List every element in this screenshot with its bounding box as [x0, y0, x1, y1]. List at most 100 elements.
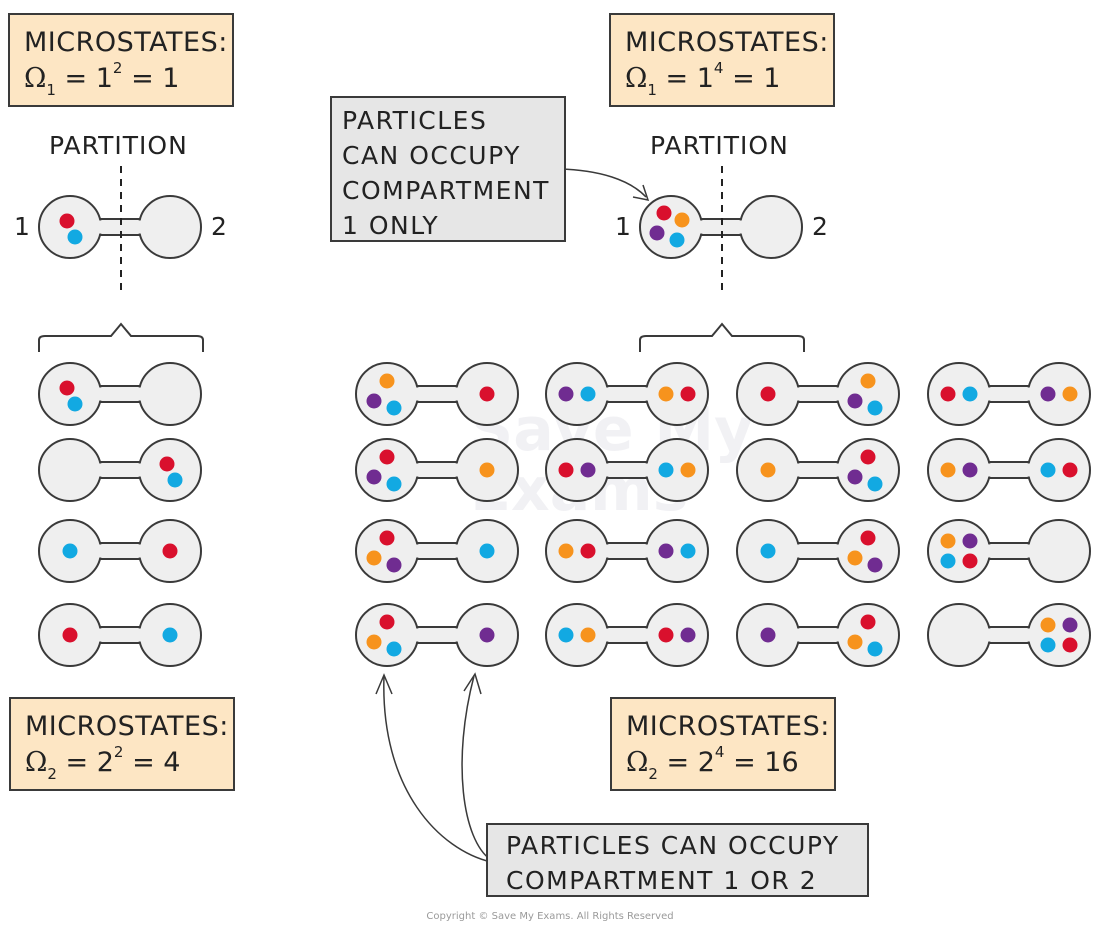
- red-particle: [760, 386, 776, 402]
- orange-particle: [847, 634, 863, 650]
- callout-line: 1 ONLY: [342, 211, 440, 240]
- red-particle: [59, 213, 75, 229]
- tube-fill: [987, 628, 1031, 642]
- compartment-1-label-left: 1: [14, 212, 31, 241]
- red-particle: [1062, 462, 1078, 478]
- omega-formula: Ω1 = 12 = 1: [24, 59, 180, 100]
- compartment-1-bulb: [927, 438, 991, 502]
- orange-particle: [366, 634, 382, 650]
- red-particle: [558, 462, 574, 478]
- callout-line: COMPARTMENT: [342, 176, 550, 205]
- purple-particle: [867, 557, 883, 573]
- compartment-1-bulb: [927, 603, 991, 667]
- compartment-2-bulb: [836, 438, 900, 502]
- blue-particle: [669, 232, 685, 248]
- callout-line: PARTICLES: [342, 106, 488, 135]
- orange-particle: [558, 543, 574, 559]
- blue-particle: [962, 386, 978, 402]
- formula-base: = 2: [65, 747, 114, 778]
- red-particle: [962, 553, 978, 569]
- omega-subscript: 2: [47, 765, 57, 784]
- red-particle: [479, 386, 495, 402]
- formula-result: = 16: [733, 747, 799, 778]
- formula-exponent: 4: [714, 743, 725, 761]
- orange-particle: [580, 627, 596, 643]
- purple-particle: [558, 386, 574, 402]
- red-particle: [379, 614, 395, 630]
- orange-particle: [940, 462, 956, 478]
- tube-fill: [415, 387, 459, 401]
- compartment-2-bulb: [1027, 438, 1091, 502]
- callout-arrow-line: [558, 168, 647, 198]
- compartment-1-bulb: [355, 603, 419, 667]
- blue-particle: [680, 543, 696, 559]
- compartment-1-bulb: [545, 362, 609, 426]
- compartment-2-bulb: [1027, 603, 1091, 667]
- orange-particle: [1040, 617, 1056, 633]
- red-particle: [379, 530, 395, 546]
- blue-particle: [67, 396, 83, 412]
- callout-compartment-1-or-2: PARTICLES CAN OCCUPY COMPARTMENT 1 OR 2: [486, 823, 869, 897]
- grouping-brace: [38, 322, 204, 352]
- tube-fill: [796, 544, 840, 558]
- orange-particle: [674, 212, 690, 228]
- formula-result: = 1: [131, 63, 180, 94]
- watermark-line-1: Save My: [470, 395, 754, 465]
- omega-symbol: Ω: [625, 63, 648, 94]
- grouping-brace: [639, 322, 805, 352]
- purple-particle: [386, 557, 402, 573]
- purple-particle: [962, 533, 978, 549]
- compartment-2-bulb: [739, 195, 803, 259]
- blue-particle: [62, 543, 78, 559]
- purple-particle: [760, 627, 776, 643]
- orange-particle: [658, 386, 674, 402]
- formula-result: = 4: [132, 747, 181, 778]
- compartment-1-label-right: 1: [615, 212, 632, 241]
- blue-particle: [1040, 462, 1056, 478]
- blue-particle: [1040, 637, 1056, 653]
- tube-fill: [605, 544, 649, 558]
- red-particle: [940, 386, 956, 402]
- red-particle: [1062, 637, 1078, 653]
- omega-symbol: Ω: [24, 63, 47, 94]
- formula-base: = 2: [666, 747, 715, 778]
- compartment-2-bulb: [138, 362, 202, 426]
- red-particle: [860, 449, 876, 465]
- callout-arrow-line: [383, 675, 492, 863]
- formula-exponent: 2: [113, 743, 124, 761]
- callout-line: PARTICLES CAN OCCUPY: [506, 831, 840, 860]
- orange-particle: [680, 462, 696, 478]
- blue-particle: [760, 543, 776, 559]
- formula-exponent: 2: [112, 59, 123, 77]
- tube-fill: [98, 544, 142, 558]
- purple-particle: [1040, 386, 1056, 402]
- tube-fill: [605, 387, 649, 401]
- microstates-heading: MICROSTATES:: [625, 27, 829, 58]
- tube-fill: [415, 628, 459, 642]
- tube-fill: [415, 544, 459, 558]
- red-particle: [580, 543, 596, 559]
- red-particle: [680, 386, 696, 402]
- compartment-2-bulb: [645, 438, 709, 502]
- red-particle: [860, 530, 876, 546]
- omega-subscript: 1: [46, 81, 56, 100]
- tube-fill: [796, 463, 840, 477]
- blue-particle: [580, 386, 596, 402]
- blue-particle: [386, 641, 402, 657]
- blue-particle: [867, 400, 883, 416]
- blue-particle: [558, 627, 574, 643]
- orange-particle: [1062, 386, 1078, 402]
- purple-particle: [847, 393, 863, 409]
- compartment-1-bulb: [355, 519, 419, 583]
- formula-exponent: 4: [713, 59, 724, 77]
- compartment-2-bulb: [645, 362, 709, 426]
- compartment-1-bulb: [38, 438, 102, 502]
- orange-particle: [847, 550, 863, 566]
- blue-particle: [867, 641, 883, 657]
- red-particle: [379, 449, 395, 465]
- red-particle: [162, 543, 178, 559]
- red-particle: [59, 380, 75, 396]
- omega-symbol: Ω: [626, 747, 649, 778]
- purple-particle: [962, 462, 978, 478]
